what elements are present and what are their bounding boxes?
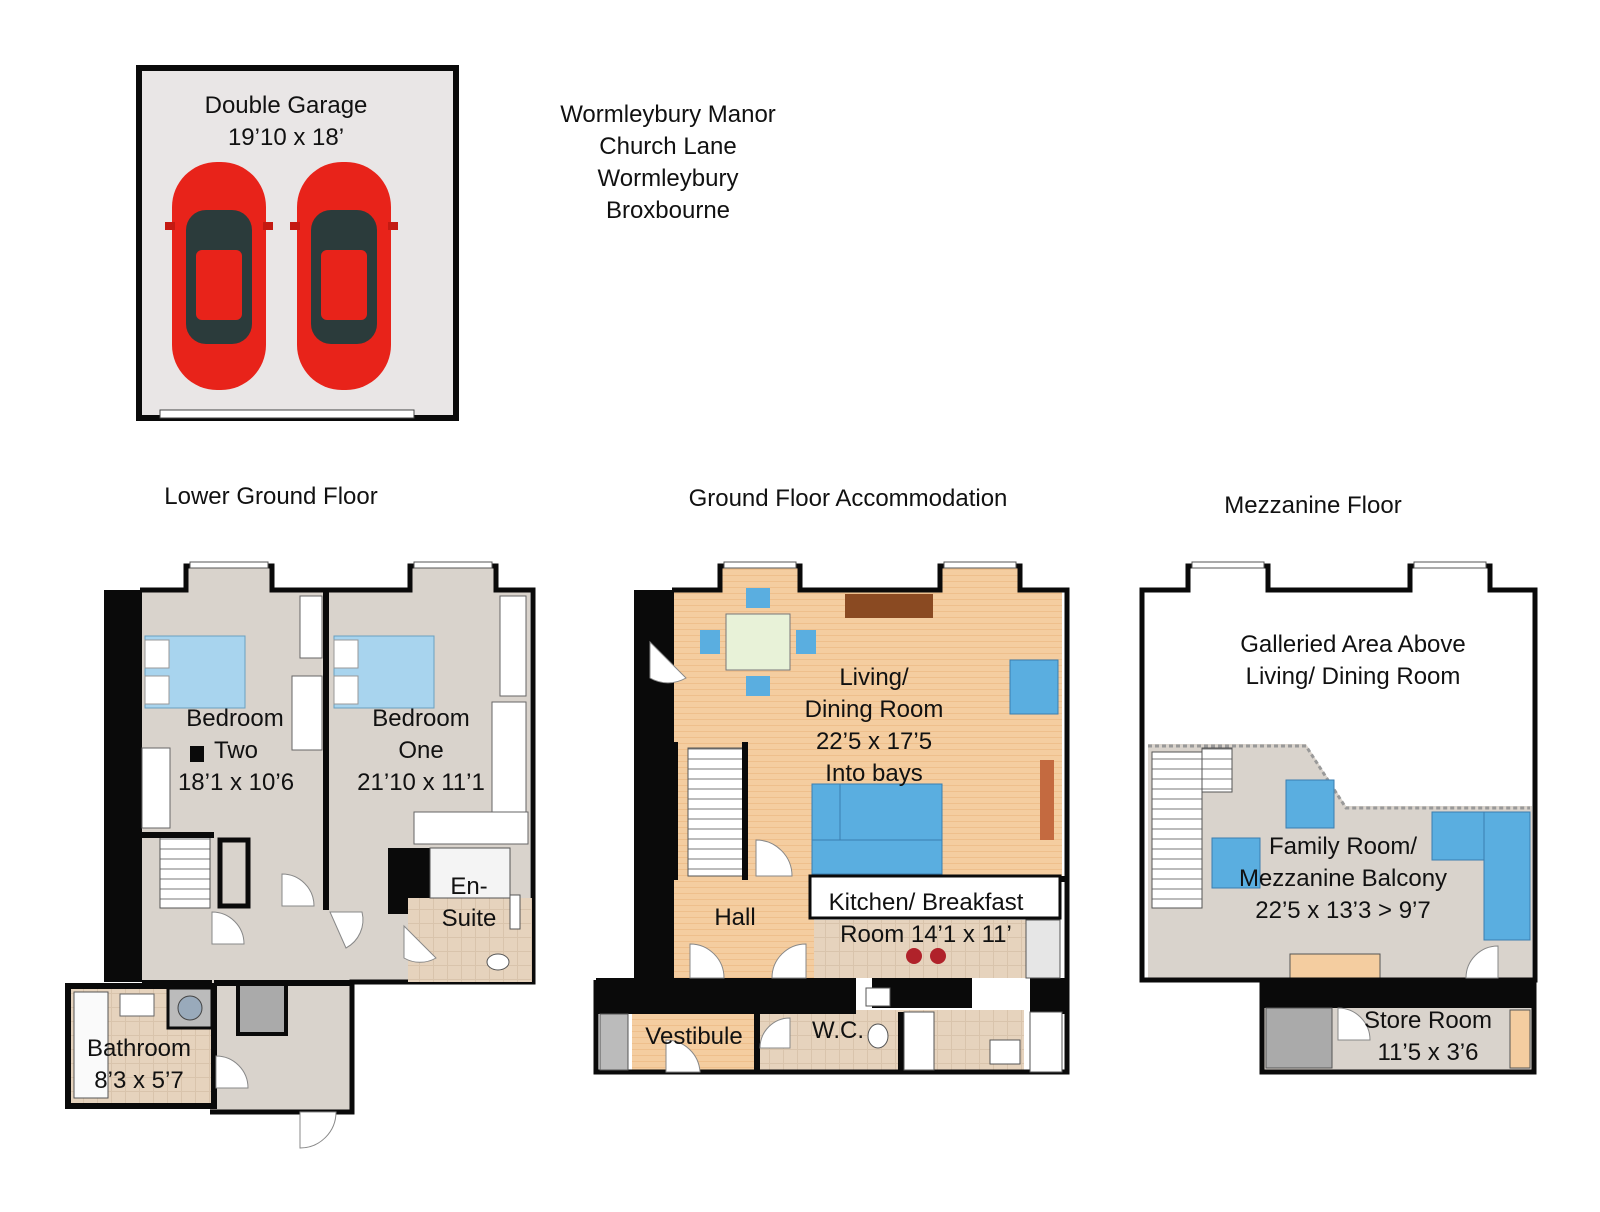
garage-size: 19’10 x 18’	[228, 124, 344, 151]
bedroom-one-label-1: Bedroom	[372, 705, 469, 732]
kitchen-label-2: Room 14’1 x 11’	[840, 921, 1012, 948]
family-room-label-1: Family Room/	[1269, 833, 1417, 860]
address-line-4: Broxbourne	[606, 197, 730, 224]
wc-label: W.C.	[812, 1017, 864, 1044]
car-icon	[165, 162, 273, 390]
sofa-icon	[811, 783, 943, 875]
floor-title-ground: Ground Floor Accommodation	[689, 485, 1008, 512]
address-line-1: Wormleybury Manor	[560, 101, 776, 128]
address-line-2: Church Lane	[599, 133, 736, 160]
sofa-icon	[1431, 811, 1531, 941]
car-icon	[290, 162, 398, 390]
double-garage: Double Garage 19’10 x 18’	[136, 65, 459, 421]
store-room-size: 11’5 x 3’6	[1378, 1039, 1479, 1066]
living-note: Into bays	[825, 760, 922, 787]
bathroom-size: 8’3 x 5’7	[94, 1067, 183, 1094]
bedroom-two-label-2: Two	[214, 737, 258, 764]
bedroom-one-size: 21’10 x 11’1	[357, 769, 485, 796]
bedroom-two-label-1: Bedroom	[186, 705, 283, 732]
garage-name: Double Garage	[205, 92, 368, 119]
family-room-label-2: Mezzanine Balcony	[1239, 865, 1447, 892]
bathroom-label: Bathroom	[87, 1035, 191, 1062]
bed-icon	[333, 635, 435, 709]
living-label-2: Dining Room	[805, 696, 944, 723]
ensuite-label-1: En-	[450, 873, 487, 900]
ground-floor-plan: Living/ Dining Room 22’5 x 17’5 Into bay…	[593, 561, 1070, 1075]
address-block: Wormleybury Manor Church Lane Wormleybur…	[560, 101, 776, 224]
hall-label: Hall	[714, 904, 755, 931]
bed-icon	[144, 635, 246, 709]
living-size: 22’5 x 17’5	[816, 728, 932, 755]
address-line-3: Wormleybury	[598, 165, 739, 192]
galleried-label-2: Living/ Dining Room	[1246, 663, 1461, 690]
vestibule-label: Vestibule	[645, 1023, 742, 1050]
mezzanine-floor-plan: Galleried Area Above Living/ Dining Room…	[1139, 561, 1538, 1075]
floor-title-lower: Lower Ground Floor	[164, 483, 377, 510]
floor-title-mezzanine: Mezzanine Floor	[1224, 492, 1401, 519]
store-room-label: Store Room	[1364, 1007, 1492, 1034]
living-label-1: Living/	[839, 664, 909, 691]
kitchen-label-1: Kitchen/ Breakfast	[829, 889, 1024, 916]
galleried-label-1: Galleried Area Above	[1240, 631, 1465, 658]
lower-ground-floor-plan: Bedroom Two 18’1 x 10’6 Bedroom One 21’1…	[65, 561, 536, 1149]
ensuite-label-2: Suite	[442, 905, 497, 932]
family-room-size: 22’5 x 13’3 > 9’7	[1255, 897, 1430, 924]
dining-table-icon	[700, 588, 816, 696]
bedroom-two-size: 18’1 x 10’6	[178, 769, 294, 796]
bedroom-one-label-2: One	[398, 737, 443, 764]
